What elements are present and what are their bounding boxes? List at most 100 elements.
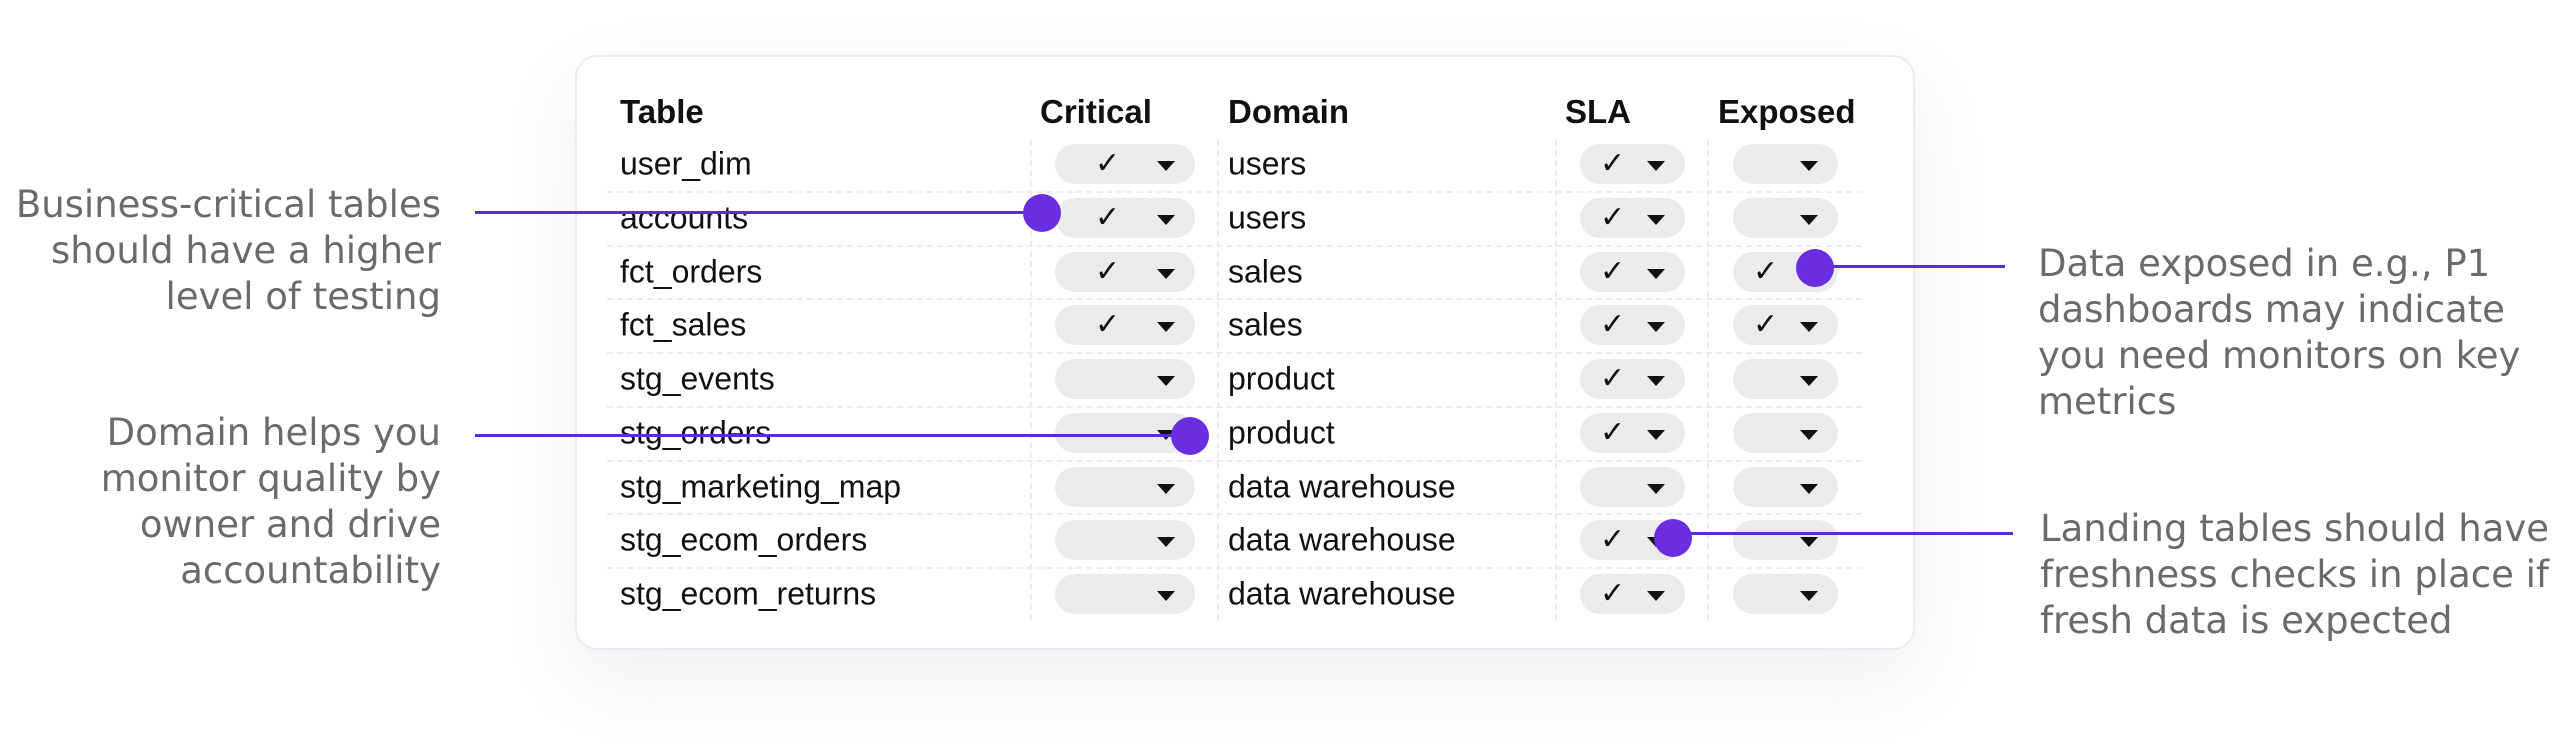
table-name-cell: user_dim <box>620 145 752 182</box>
exposed-dropdown[interactable]: ✓ <box>1733 305 1838 346</box>
check-icon: ✓ <box>1600 414 1626 450</box>
chevron-down-icon <box>1800 591 1818 601</box>
table-name-cell: accounts <box>620 199 749 236</box>
table-name-cell: stg_ecom_returns <box>620 575 877 612</box>
table-name-cell: stg_orders <box>620 414 772 451</box>
column-header-exposed: Exposed <box>1718 93 1856 130</box>
exposed-dropdown[interactable] <box>1733 520 1838 561</box>
column-divider <box>1555 140 1557 620</box>
domain-cell: product <box>1228 414 1335 451</box>
chevron-down-icon <box>1800 483 1818 494</box>
callout-exposed: Data exposed in e.g., P1 dashboards may … <box>2038 241 2538 425</box>
check-icon: ✓ <box>1753 307 1779 343</box>
domain-cell: product <box>1228 360 1335 397</box>
critical-dropdown[interactable] <box>1055 359 1195 399</box>
chevron-down-icon <box>1647 429 1665 440</box>
callout-sla-line-2: freshness checks in place if <box>2040 553 2549 596</box>
callout-exposed-connector <box>1815 265 2005 268</box>
domain-cell: users <box>1228 145 1307 182</box>
chevron-down-icon <box>1647 161 1665 171</box>
table-name-cell: stg_events <box>620 360 775 397</box>
chevron-down-icon <box>1647 591 1665 601</box>
check-icon: ✓ <box>1600 522 1626 558</box>
critical-dropdown[interactable]: ✓ <box>1055 197 1195 238</box>
critical-dropdown[interactable] <box>1055 520 1195 561</box>
column-divider <box>1707 140 1709 620</box>
exposed-dropdown[interactable] <box>1733 144 1838 184</box>
sla-dropdown[interactable]: ✓ <box>1580 359 1685 399</box>
column-divider <box>1030 140 1032 620</box>
check-icon: ✓ <box>1600 307 1626 343</box>
chevron-down-icon <box>1157 591 1175 601</box>
critical-dropdown[interactable]: ✓ <box>1055 144 1195 184</box>
row-divider <box>607 567 1862 570</box>
check-icon: ✓ <box>1753 253 1779 289</box>
sla-dropdown[interactable]: ✓ <box>1580 251 1685 292</box>
row-divider <box>607 190 1862 193</box>
chevron-down-icon <box>1647 268 1665 279</box>
callout-sla: Landing tables should have freshness che… <box>2040 506 2550 644</box>
chevron-down-icon <box>1647 483 1665 494</box>
check-icon: ✓ <box>1600 146 1626 181</box>
check-icon: ✓ <box>1095 146 1121 181</box>
exposed-dropdown[interactable] <box>1733 574 1838 614</box>
callout-domain-line-3: owner and drive <box>139 503 441 546</box>
exposed-dropdown[interactable] <box>1733 197 1838 238</box>
critical-dropdown[interactable]: ✓ <box>1055 305 1195 346</box>
column-header-table: Table <box>620 93 704 130</box>
critical-dropdown[interactable] <box>1055 466 1195 507</box>
row-divider <box>607 513 1862 516</box>
sla-dropdown[interactable]: ✓ <box>1580 197 1685 238</box>
domain-cell: data warehouse <box>1228 575 1456 612</box>
sla-dropdown[interactable]: ✓ <box>1580 144 1685 184</box>
callout-sla-line-3: fresh data is expected <box>2040 599 2453 642</box>
callout-critical-line-2: should have a higher <box>51 229 441 272</box>
callout-critical-connector <box>475 211 1042 214</box>
exposed-dropdown[interactable] <box>1733 466 1838 507</box>
callout-exposed-line-4: metrics <box>2038 380 2177 423</box>
sla-dropdown[interactable]: ✓ <box>1580 574 1685 614</box>
domain-cell: data warehouse <box>1228 468 1456 504</box>
callout-exposed-marker <box>1796 249 1834 287</box>
table-name-cell: fct_sales <box>620 306 747 343</box>
chevron-down-icon <box>1800 376 1818 386</box>
callout-critical-line-3: level of testing <box>165 275 441 318</box>
check-icon: ✓ <box>1095 307 1121 343</box>
chevron-down-icon <box>1157 322 1175 333</box>
check-icon: ✓ <box>1600 253 1626 289</box>
row-divider <box>607 352 1862 355</box>
table-name-cell: stg_marketing_map <box>620 468 902 504</box>
callout-domain-line-4: accountability <box>180 549 441 592</box>
exposed-dropdown[interactable] <box>1733 359 1838 399</box>
chevron-down-icon <box>1800 537 1818 548</box>
callout-critical: Business-critical tables should have a h… <box>0 182 441 320</box>
column-header-critical: Critical <box>1040 93 1152 130</box>
chevron-down-icon <box>1157 376 1175 386</box>
sla-dropdown[interactable] <box>1580 466 1685 507</box>
callout-domain-marker <box>1171 417 1209 455</box>
check-icon: ✓ <box>1600 199 1626 235</box>
critical-dropdown[interactable] <box>1055 574 1195 614</box>
row-divider <box>607 459 1862 462</box>
sla-dropdown[interactable]: ✓ <box>1580 412 1685 453</box>
column-header-domain: Domain <box>1228 93 1350 130</box>
sla-dropdown[interactable]: ✓ <box>1580 305 1685 346</box>
critical-dropdown[interactable]: ✓ <box>1055 251 1195 292</box>
callout-domain: Domain helps you monitor quality by owne… <box>0 410 441 594</box>
domain-cell: data warehouse <box>1228 521 1456 558</box>
domain-cell: sales <box>1228 253 1303 289</box>
callout-domain-line-1: Domain helps you <box>106 411 441 454</box>
chevron-down-icon <box>1157 268 1175 279</box>
chevron-down-icon <box>1157 214 1175 225</box>
domain-cell: users <box>1228 199 1307 236</box>
chevron-down-icon <box>1647 214 1665 225</box>
chevron-down-icon <box>1800 429 1818 440</box>
callout-exposed-line-1: Data exposed in e.g., P1 <box>2038 242 2491 285</box>
table-name-cell: stg_ecom_orders <box>620 521 868 558</box>
chevron-down-icon <box>1800 214 1818 225</box>
chevron-down-icon <box>1647 376 1665 386</box>
callout-sla-marker <box>1654 519 1692 557</box>
exposed-dropdown[interactable] <box>1733 412 1838 453</box>
row-divider <box>607 405 1862 408</box>
check-icon: ✓ <box>1095 253 1121 289</box>
